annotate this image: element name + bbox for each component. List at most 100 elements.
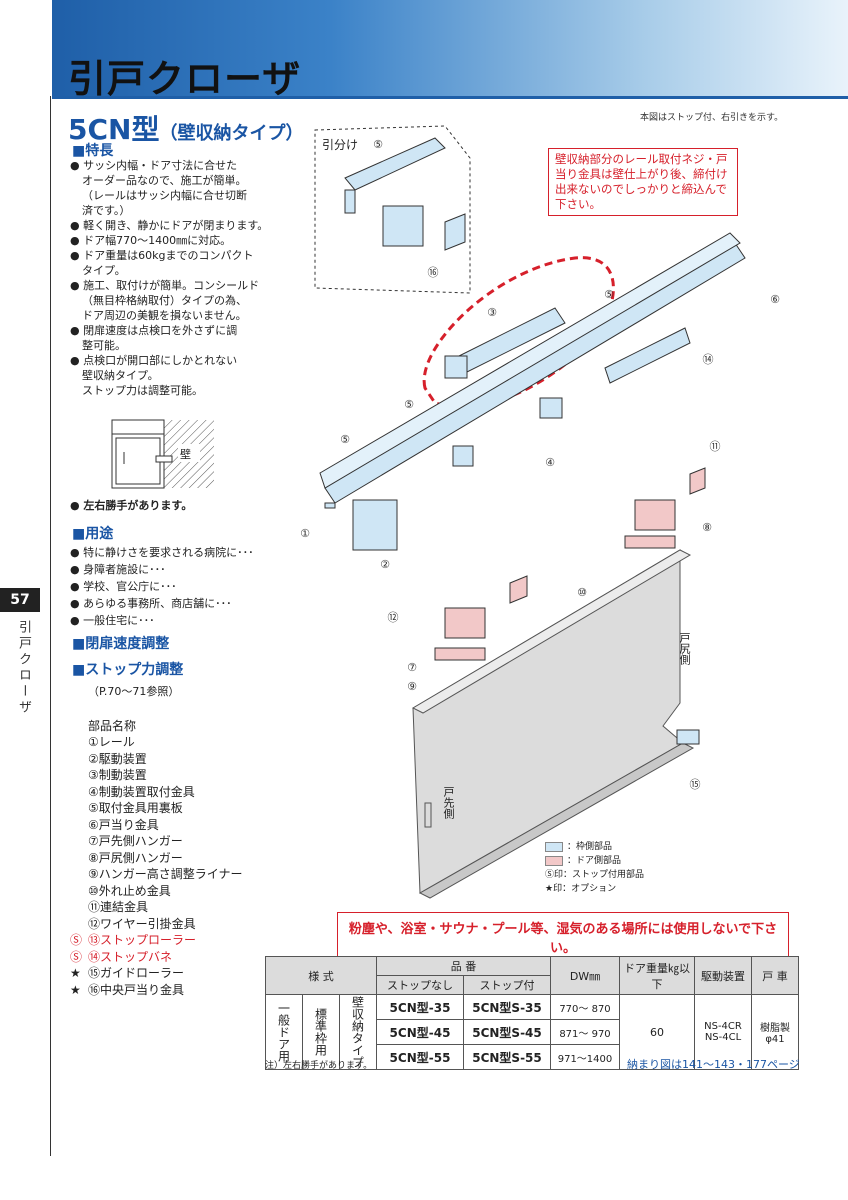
feature-line: 済です。）	[82, 204, 131, 217]
feature-line: ● 施工、取付けが簡単。コンシールド	[70, 279, 260, 292]
use-item: ● あらゆる事務所、商店舗に･･･	[70, 597, 232, 610]
feature-line: （無目枠格納取付）タイプの為、	[82, 294, 247, 307]
row2-stop: 5CN型S-45	[463, 1019, 551, 1045]
features-heading: ■特長	[72, 143, 114, 159]
legend-door: ：ドア側部品	[567, 856, 622, 866]
legend-frame-swatch	[545, 841, 563, 852]
feature-line: （レールはサッシ内幅に合せ切断	[82, 189, 247, 202]
part-label: ⑧戸尻側ハンガー	[88, 850, 183, 865]
spec-table: 様 式 品 番 DW㎜ ドア重量㎏以下 駆動装置 戸 車 ストップなし ストップ…	[265, 956, 799, 1070]
use-item: ● 特に静けさを要求される病院に･･･	[70, 546, 254, 559]
callout-5-mid: ⑤	[404, 398, 414, 411]
th-drive: 駆動装置	[694, 956, 752, 995]
callout-3: ③	[487, 306, 497, 319]
door-front-label: 戸先側	[442, 786, 455, 819]
callout-14: ⑭	[703, 353, 714, 366]
callout-4: ④	[545, 456, 555, 469]
part-label: ④制動装置取付金具	[88, 784, 195, 799]
exploded-diagram: ⑤ ⑯ ③ ⑤ ⑥ ⑭ ⑤ ⑤ ④ ⑪ ⑧ ① ② ⑩ ⑫ ⑦ ⑨ ⑮	[300, 125, 780, 899]
callout-9: ⑨	[407, 680, 417, 693]
part-label: ③制動装置	[88, 768, 147, 782]
callout-note: 壁収納部分のレール取付ネジ・戸当り金具は壁仕上がり後、締付け出来ないのでしっかり…	[548, 148, 738, 216]
row3-dw: 971〜1400	[550, 1044, 620, 1070]
callout-5-top: ⑤	[604, 288, 614, 301]
feature-line: ストップ力は調整可能。	[82, 384, 203, 397]
weight-cell: 60	[619, 994, 695, 1070]
feature-line: オーダー品なので、施工が簡単。	[82, 174, 247, 187]
part-item: ④制動装置取付金具	[70, 784, 300, 801]
callout-2: ②	[380, 558, 390, 571]
side-label: 引戸クローザ	[16, 620, 31, 716]
part-item: ⑫ワイヤー引掛金具	[70, 916, 300, 933]
drive-cell: NS-4CR NS-4CL	[694, 994, 752, 1070]
part-label: ⑥戸当り金具	[88, 817, 159, 832]
part-label: ⑯中央戸当り金具	[88, 982, 185, 997]
part-label: ⑦戸先側ハンガー	[88, 834, 183, 848]
style-standard: 標準枠用	[302, 994, 340, 1070]
part-item: Ⓢ ⑭ストップバネ	[70, 949, 300, 966]
feature-line: ● 軽く開き、静かにドアが閉まります。	[70, 219, 269, 232]
part-item: ⑧戸尻側ハンガー	[70, 850, 300, 867]
page-title: 引戸クローザ	[68, 57, 302, 101]
part-label: ⑭ストップバネ	[88, 949, 173, 964]
page-number: 57	[0, 588, 40, 612]
use-item: ● 身障者施設に･･･	[70, 563, 166, 576]
pages-ref: 納まり図は141〜143・177ページ	[627, 1058, 800, 1071]
part-item: ⑥戸当り金具	[70, 817, 300, 834]
footnote: 注）左右勝手があります。	[265, 1061, 373, 1071]
part-label: ⑤取付金具用裏板	[88, 801, 183, 815]
stop-heading: ■ストップ力調整	[72, 662, 184, 678]
figure-note: 本図はストップ付、右引きを示す。	[640, 113, 784, 123]
callout-12: ⑫	[388, 611, 399, 624]
legend-frame: ：枠側部品	[567, 842, 613, 852]
part-label: ⑬ストップローラー	[88, 933, 197, 947]
callout-5-inset: ⑤	[373, 138, 383, 151]
ref-note: （P.70〜71参照）	[88, 685, 180, 698]
th-stop: ストップ付	[463, 975, 551, 995]
model-heading: 5CN型（壁収納タイプ）	[68, 108, 303, 148]
model-name: 5CN型	[68, 113, 160, 146]
margin-rule	[50, 96, 51, 1156]
feature-line: ● ドア重量は60kgまでのコンパクト	[70, 249, 254, 262]
wall-label: 壁	[180, 448, 191, 461]
part-item: ①レール	[70, 734, 300, 751]
legend: ：枠側部品 ：ドア側部品 Ⓢ印：ストップ付用部品 ★印：オプション	[545, 840, 644, 896]
use-item: ● 学校、官公庁に･･･	[70, 580, 177, 593]
features-list: ● サッシ内幅・ドア寸法に合せたオーダー品なので、施工が簡単。 （レールはサッシ内…	[70, 158, 270, 398]
feature-line: ● サッシ内幅・ドア寸法に合せた	[70, 159, 238, 172]
feature-line: タイプ。	[82, 264, 126, 277]
part-item: ⑤取付金具用裏板	[70, 800, 300, 817]
callout-1: ①	[300, 527, 310, 540]
handed-note: ● 左右勝手があります。	[70, 499, 193, 512]
part-item: ⑦戸先側ハンガー	[70, 833, 300, 850]
part-label: ⑩外れ止め金具	[88, 883, 171, 898]
style-wall: 壁収納タイプ	[339, 994, 377, 1070]
th-wheel: 戸 車	[751, 956, 799, 995]
part-item: ★⑮ガイドローラー	[70, 965, 300, 982]
warning-box: 粉塵や、浴室・サウナ・プール等、湿気のある場所には使用しないで下さい。	[337, 912, 789, 962]
legend-door-swatch	[545, 855, 563, 866]
part-mark: ★	[70, 982, 81, 997]
speed-heading: ■閉扉速度調整	[72, 636, 170, 652]
parts-heading: 部品名称	[88, 719, 137, 733]
part-mark: Ⓢ	[70, 949, 83, 964]
part-label: ②駆動装置	[88, 751, 147, 766]
callout-5-left: ⑤	[340, 433, 350, 446]
part-item: ⑩外れ止め金具	[70, 883, 300, 900]
row1-stop: 5CN型S-35	[463, 994, 551, 1020]
feature-line: ドア周辺の美観を損ないません。	[82, 309, 247, 322]
row1-nostop: 5CN型-35	[376, 994, 464, 1020]
feature-line: ● 点検口が開口部にしかとれない	[70, 354, 238, 367]
part-label: ⑪連結金具	[88, 900, 149, 914]
part-label: ⑨ハンガー高さ調整ライナー	[88, 867, 243, 881]
callout-16: ⑯	[428, 266, 439, 279]
part-item: ⑨ハンガー高さ調整ライナー	[70, 866, 300, 883]
title-underline	[52, 96, 848, 99]
feature-line: 整可能。	[82, 339, 126, 352]
part-item: ②駆動装置	[70, 751, 300, 768]
legend-option: ★印：オプション	[545, 884, 617, 894]
th-dw: DW㎜	[550, 956, 620, 995]
model-subtitle: （壁収納タイプ）	[159, 123, 304, 144]
